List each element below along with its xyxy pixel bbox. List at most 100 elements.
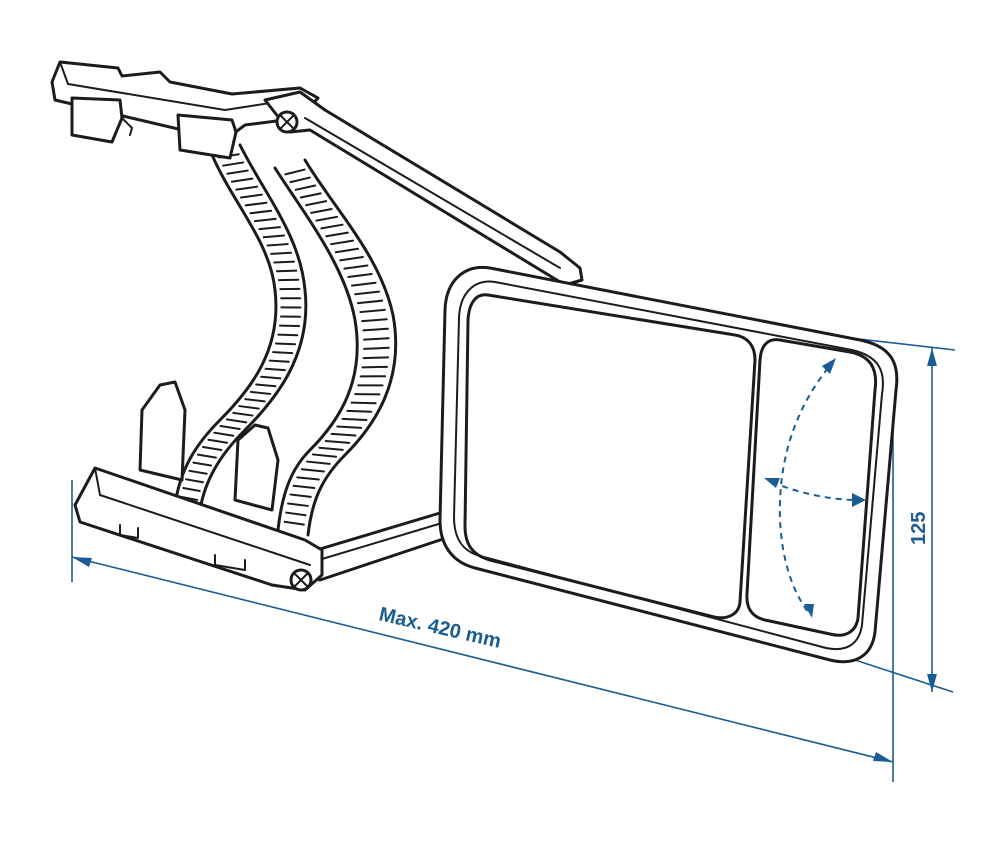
length-arrow-right (873, 752, 893, 762)
strap-slot (260, 375, 282, 380)
strap-slot (213, 431, 235, 437)
strap-slot (289, 176, 311, 184)
strap-slot (255, 383, 277, 388)
strap-slot (249, 209, 273, 215)
strap-slot (277, 333, 299, 337)
strap-slot (325, 231, 349, 238)
left-strap (173, 143, 308, 512)
upper-jaw-left (70, 96, 124, 144)
right-strap (273, 158, 398, 537)
strap-slot (361, 365, 388, 369)
strap-slot (287, 502, 309, 507)
strap-slot (275, 269, 298, 273)
strap-slot (330, 239, 355, 246)
strap-slot (336, 425, 363, 429)
strap-slot (253, 217, 277, 223)
strap-slot (270, 251, 293, 255)
lower-jaw-left (138, 380, 187, 482)
strap-slot (201, 446, 223, 452)
strap-slot (334, 247, 360, 254)
strap-slot (258, 226, 281, 231)
height-extension-bottom (854, 659, 954, 693)
height-label: 125 (908, 512, 930, 545)
upper-jaw-right (176, 113, 238, 160)
main-mirror-glass (463, 293, 757, 620)
strap-slot (283, 520, 305, 526)
strap-slot (294, 184, 317, 191)
strap-slot (268, 359, 290, 363)
strap-slot (232, 411, 254, 417)
strap-slot (230, 177, 254, 183)
strap-slot (182, 487, 201, 493)
strap-slot (318, 446, 344, 451)
strap-slot (192, 461, 213, 467)
strap-slot (196, 453, 217, 459)
length-dimension-line (71, 556, 894, 763)
screw-icon (289, 568, 313, 592)
strap-slots-right (283, 168, 390, 526)
strap-slot (266, 243, 289, 247)
strap-slot (185, 478, 204, 484)
screw-icon (275, 110, 299, 134)
mirror-frame-inner (453, 280, 884, 650)
mirror-housing (438, 265, 899, 664)
strap-slot (275, 342, 297, 346)
strap-slot (226, 169, 249, 175)
strap-slot (363, 346, 390, 350)
lower-clamp-bar (73, 380, 324, 592)
strap-slot (264, 367, 286, 372)
strap-slot (244, 201, 268, 207)
strap-slot (324, 439, 351, 444)
strap-slot (240, 193, 263, 199)
lower-jaw-right (233, 423, 280, 512)
strap-slot (292, 484, 316, 490)
strap-slot (273, 260, 296, 264)
strap-slot (362, 327, 389, 332)
strap-slot (219, 424, 241, 431)
strap-slot (272, 351, 294, 355)
strap-slot (354, 290, 381, 296)
strap-slot (222, 161, 245, 167)
strap-slot (330, 432, 357, 437)
strap-slot (207, 438, 229, 444)
mirror-head (438, 265, 899, 664)
strap-slot (289, 493, 312, 498)
height-arrow-top (927, 348, 937, 366)
length-label: Max. 420 mm (377, 603, 503, 652)
strap-slot (346, 409, 373, 413)
strap-slot (310, 207, 333, 214)
upper-arm (263, 90, 584, 287)
strap-slot (300, 468, 325, 473)
strap-slot (262, 234, 285, 239)
strap-slot (350, 401, 377, 405)
strap-slot (320, 223, 344, 230)
strap-slot (249, 390, 272, 395)
strap-slot (306, 460, 331, 465)
strap-slot (363, 337, 390, 341)
strap-slot (343, 264, 369, 270)
strap-slot (225, 418, 248, 424)
strap-slot (296, 476, 320, 481)
height-dimension: 125 (849, 337, 956, 693)
strap-slot (311, 453, 338, 458)
strap-slot (284, 168, 306, 176)
strap-slot (362, 356, 390, 360)
strap-slot (356, 299, 384, 305)
strap-slot (235, 185, 259, 191)
adjust-arrows-icon (764, 358, 866, 618)
strap-slot (361, 318, 388, 323)
strap-slot (315, 215, 339, 222)
length-arrow-left (72, 557, 92, 567)
strap-slot (341, 417, 368, 421)
strap-slot (188, 469, 208, 475)
height-arrow-bottom (927, 674, 937, 692)
strap-slot (339, 256, 364, 262)
wide-angle-mirror-glass (745, 338, 878, 637)
strap-slot (238, 405, 260, 410)
strap-slot (359, 308, 386, 314)
strap-slot (347, 273, 373, 279)
height-extension-top (849, 337, 956, 351)
strap-slot (305, 200, 328, 207)
